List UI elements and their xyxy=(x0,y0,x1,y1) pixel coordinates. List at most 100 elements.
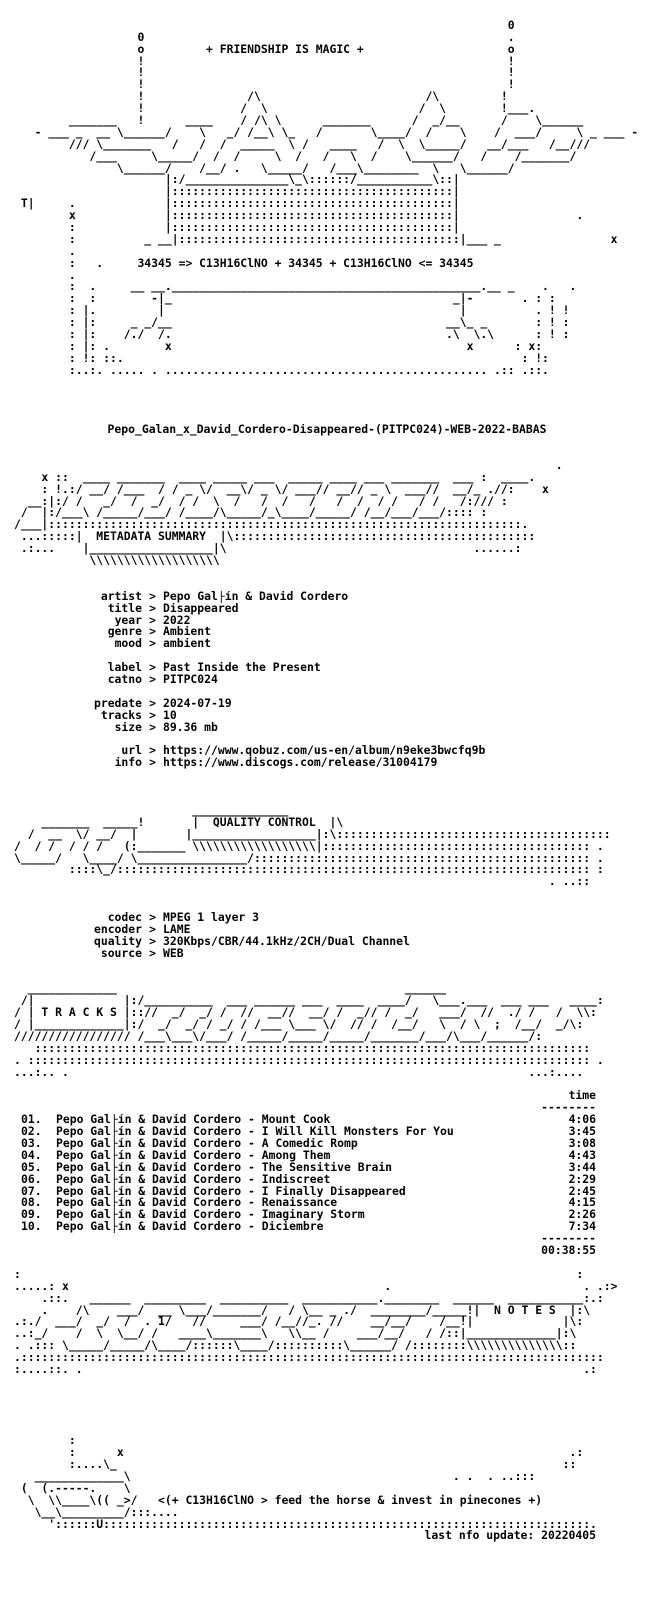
info-row-codec: codec>MPEG 1 layer 3 xyxy=(14,912,640,924)
tracks-art-line: / |_____________|:/ _/ _/ / _/ / /___ \_… xyxy=(14,1017,597,1032)
tracklist: 01. Pepo Gal├ín & David Cordero - Mount C… xyxy=(14,1114,640,1233)
info-row-url: url>https://www.qobuz.com/us-en/album/n9… xyxy=(14,745,640,757)
track-number: 05. xyxy=(21,1161,42,1174)
track-time: 4:15 xyxy=(568,1197,596,1210)
track-title: Pepo Gal├ín & David Cordero - The Sensit… xyxy=(56,1161,393,1174)
info-separator: > xyxy=(149,590,156,603)
info-value: Past Inside the Present xyxy=(163,662,321,675)
info-key: codec xyxy=(107,911,142,924)
info-row-info: info>https://www.discogs.com/release/310… xyxy=(14,757,640,769)
track-row: 07.Pepo Gal├ín & David Cordero - I Final… xyxy=(14,1186,640,1198)
info-row-catno: catno>PITPC024 xyxy=(14,674,640,686)
nfo-document: 0 0 . o + FRIENDSHIP IS MAGIC + o xyxy=(14,8,640,1542)
info-separator: > xyxy=(149,745,156,758)
header-art-line: : . __ __.______________________________… xyxy=(14,279,611,294)
tracks-art-line: ///////////////// /___\___\/___/ /_____/… xyxy=(14,1028,556,1043)
metadata-section-banner: . x :: ____ _______ ____ _____ ___ _____… xyxy=(14,460,640,567)
header-art-line: ! ! xyxy=(14,65,604,80)
track-number: 06. xyxy=(21,1173,42,1186)
info-separator: > xyxy=(149,674,156,686)
track-number: 09. xyxy=(21,1209,42,1222)
footer-art-line: '::::::U::::::::::::::::::::::::::::::::… xyxy=(14,1516,611,1531)
header-art-line: : |. | | . ! ! xyxy=(14,303,604,318)
header-art-line: : |: /./ /. .\ \.\ : ! : xyxy=(14,327,604,342)
info-row-year: year>2022 xyxy=(14,615,640,627)
header-art-line: : |: . x x : x: xyxy=(14,338,577,353)
header-art-line: . xyxy=(14,267,618,282)
header-art-line: : . 34345 => C13H16ClNO + 34345 + C13H16… xyxy=(14,255,611,270)
header-art-line: |:::::::::::::::::::::::::::::::::::::::… xyxy=(14,184,611,199)
tracks-art-line: /| |:/__________ ___ ______ ___ ____ ___… xyxy=(14,993,618,1008)
info-separator: > xyxy=(149,923,156,936)
tracks-header-rule: -------- xyxy=(541,1102,596,1115)
info-value: WEB xyxy=(163,947,184,960)
release-name: Pepo_Galan_x_David_Cordero-Disappeared-(… xyxy=(107,424,547,437)
header-art-line: :..:. ..... . ..........................… xyxy=(14,362,584,377)
notes-art-line: . .::: \_____/_____/\____/::::::\____/::… xyxy=(14,1338,591,1353)
track-number: 01. xyxy=(21,1114,42,1127)
track-title: Pepo Gal├ín & David Cordero - Renaissanc… xyxy=(56,1197,338,1210)
track-row: 09. Pepo Gal├ín & David Cordero - Imagina… xyxy=(14,1209,640,1221)
track-title: Pepo Gal├ín & David Cordero - Imaginary … xyxy=(56,1209,365,1222)
info-key: size xyxy=(114,721,142,734)
metadata-art-line: ...:::::| METADATA SUMMARY |\:::::::::::… xyxy=(14,529,563,544)
track-row: 05. Pepo Gal├ín & David Cordero - The Sen… xyxy=(14,1162,640,1174)
tracks-total-time: 00:38:55 xyxy=(541,1245,596,1257)
track-time: 2:26 xyxy=(568,1209,596,1222)
footer-art-line: \ \\____\(( _>/ <(+ C13H16ClNO > feed th… xyxy=(14,1492,577,1507)
info-separator: > xyxy=(149,614,156,627)
info-value: Ambient xyxy=(163,626,212,639)
notes-art-line: :....::. . .: xyxy=(14,1361,604,1376)
header-art-line: \______/ /__/ . \_____/ /___\________ \ … xyxy=(14,160,625,175)
tracks-art-line: . ::::::::::::::::::::::::::::::::::::::… xyxy=(14,1052,604,1067)
quality-art-line: ______________ xyxy=(14,804,611,817)
tracks-section-banner: _____________ ______ /| |:/__________ __… xyxy=(14,983,640,1078)
track-number: 02. xyxy=(21,1126,42,1139)
info-row-artist: artist>Pepo Gal├ín & David Cordero xyxy=(14,591,640,603)
info-row-label: label>Past Inside the Present xyxy=(14,662,640,674)
track-time: 2:29 xyxy=(568,1173,596,1186)
header-art-line: 0 . xyxy=(14,29,604,44)
header-art-line: : |: _ _/__ __\_ _ : ! : xyxy=(14,315,604,330)
track-time: 3:45 xyxy=(568,1126,596,1139)
info-key: genre xyxy=(107,626,142,639)
info-row-mood: mood > ambient xyxy=(14,638,640,650)
header-art-line: _______ ! ____ / /\ \ _______ / _/__ / \… xyxy=(14,113,604,128)
info-key: tracks xyxy=(100,709,142,722)
header-art-line: : |:::::::::::::::::::::::::::::::::::::… xyxy=(14,220,611,235)
tracks-art-line: ::::::::::::::::::::::::::::::::::::::::… xyxy=(14,1040,604,1055)
info-separator: > xyxy=(149,709,156,722)
track-number: 07. xyxy=(21,1185,42,1198)
quality-art-line: \_____/ \____/ \________________/:::::::… xyxy=(14,850,604,865)
info-key: encoder xyxy=(93,923,142,936)
track-row: 04.Pepo Gal├ín & David Cordero - Among T… xyxy=(14,1150,640,1162)
info-value: 2022 xyxy=(163,614,191,627)
header-art-line: 0 xyxy=(14,17,604,32)
metadata-art-line: : !.:/ __/ /___ / / _ \/ __\/ _ \/ ___//… xyxy=(14,481,549,496)
track-time: 3:08 xyxy=(568,1138,596,1150)
header-art-line: |:/_______________\_\::::::/___________\… xyxy=(14,172,611,187)
last-update: last nfo update: 20220405 xyxy=(424,1530,596,1543)
info-key: mood xyxy=(114,638,142,651)
track-title: Pepo Gal├ín & David Cordero - Mount Cook xyxy=(56,1114,331,1127)
info-value: ambient xyxy=(163,638,212,651)
footer-art-line: :....\_ :: xyxy=(14,1457,591,1472)
track-time: 2:45 xyxy=(568,1185,596,1198)
footer-art-line: _____________\ . . . ..::: xyxy=(14,1469,549,1484)
quality-art-line: / __ \/ __/ | |__________________|:\::::… xyxy=(14,826,618,841)
track-row: 01. Pepo Gal├ín & David Cordero - Mount C… xyxy=(14,1114,640,1126)
info-value: https://www.qobuz.com/us-en/album/n9eke3… xyxy=(163,745,486,758)
info-separator: > xyxy=(149,638,156,651)
track-number: 03. xyxy=(21,1138,42,1150)
info-row-quality: quality>320Kbps/CBR/44.1kHz/2CH/Dual Cha… xyxy=(14,936,640,948)
header-ascii-art: 0 0 . o + FRIENDSHIP IS MAGIC + o xyxy=(14,8,640,377)
info-separator: > xyxy=(149,721,156,734)
info-key: quality xyxy=(93,935,142,948)
info-separator: > xyxy=(149,757,156,770)
header-art-line: ! /\ /\ ! xyxy=(14,89,597,104)
info-row-tracks: tracks>10 xyxy=(14,710,640,722)
track-number: 04. xyxy=(21,1149,42,1162)
info-row-source: source>WEB xyxy=(14,948,640,960)
header-art-line: o + FRIENDSHIP IS MAGIC + o xyxy=(14,41,604,56)
